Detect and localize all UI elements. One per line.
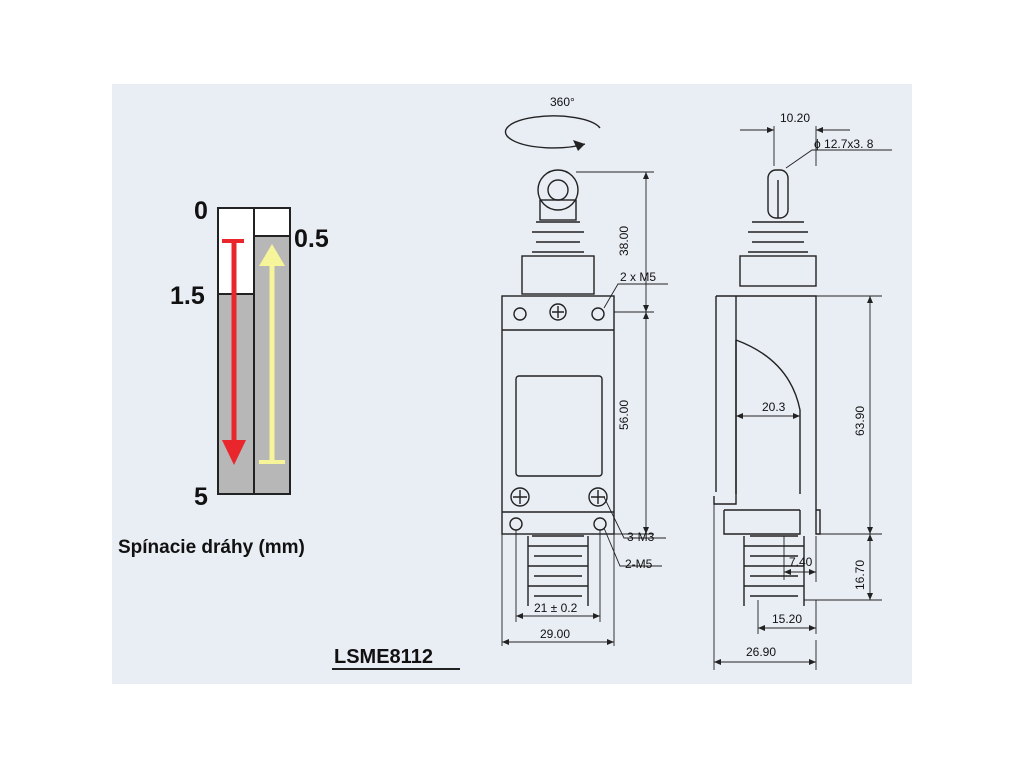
plunger-housing (521, 255, 595, 295)
dim-body-height-side: 63.90 (853, 406, 867, 436)
dim-bottom-holes: 2-M5 (625, 557, 653, 571)
switch-body (501, 295, 615, 535)
scale-caption: Spínacie dráhy (mm) (118, 537, 305, 558)
scale-tick-0-5: 0.5 (294, 225, 329, 253)
scale-tick-5: 5 (194, 483, 208, 511)
dim-screws: 3-M3 (627, 530, 655, 544)
dim-body-height: 56.00 (617, 400, 631, 430)
dim-conduit-length: 16.70 (853, 560, 867, 590)
dim-cam-depth: 20.3 (762, 400, 786, 414)
side-view: 10.20 ϕ 12.7x3. 8 20.3 63.90 16.70 7.40 … (713, 111, 892, 670)
switch-body-side (713, 295, 821, 535)
dim-roller: ϕ 12.7x3. 8 (814, 137, 874, 151)
rotation-arrow (504, 115, 601, 149)
scale-tick-1-5: 1.5 (170, 282, 205, 310)
roller (537, 169, 579, 211)
label-window (515, 375, 603, 477)
dim-width: 29.00 (540, 627, 570, 641)
dim-head-height: 38.00 (617, 226, 631, 256)
operating-travel-arrow (222, 239, 246, 465)
dim-conduit: 21 ± 0.2 (534, 601, 578, 615)
dim-mount-holes: 2 x M5 (620, 270, 656, 284)
dim-conduit-offset: 7.40 (789, 555, 813, 569)
front-view: 360° 38.00 56.00 2 x M5 (501, 95, 668, 646)
dim-roller-offset: 10.20 (780, 111, 810, 125)
conduit-side (744, 535, 804, 597)
rotation-label: 360° (550, 95, 575, 109)
release-travel-arrow (259, 244, 285, 464)
scale-tick-0: 0 (194, 197, 208, 225)
conduit-boot (528, 535, 588, 597)
diagram-canvas: 0 0.5 1.5 5 Spínacie dráhy (mm) LSME8112… (112, 84, 912, 684)
dim-depth: 26.90 (746, 645, 776, 659)
travel-scale: 0 0.5 1.5 5 Spínacie dráhy (mm) (118, 197, 329, 558)
model-label: LSME8112 (334, 646, 433, 668)
dim-conduit-pos: 15.20 (772, 612, 802, 626)
